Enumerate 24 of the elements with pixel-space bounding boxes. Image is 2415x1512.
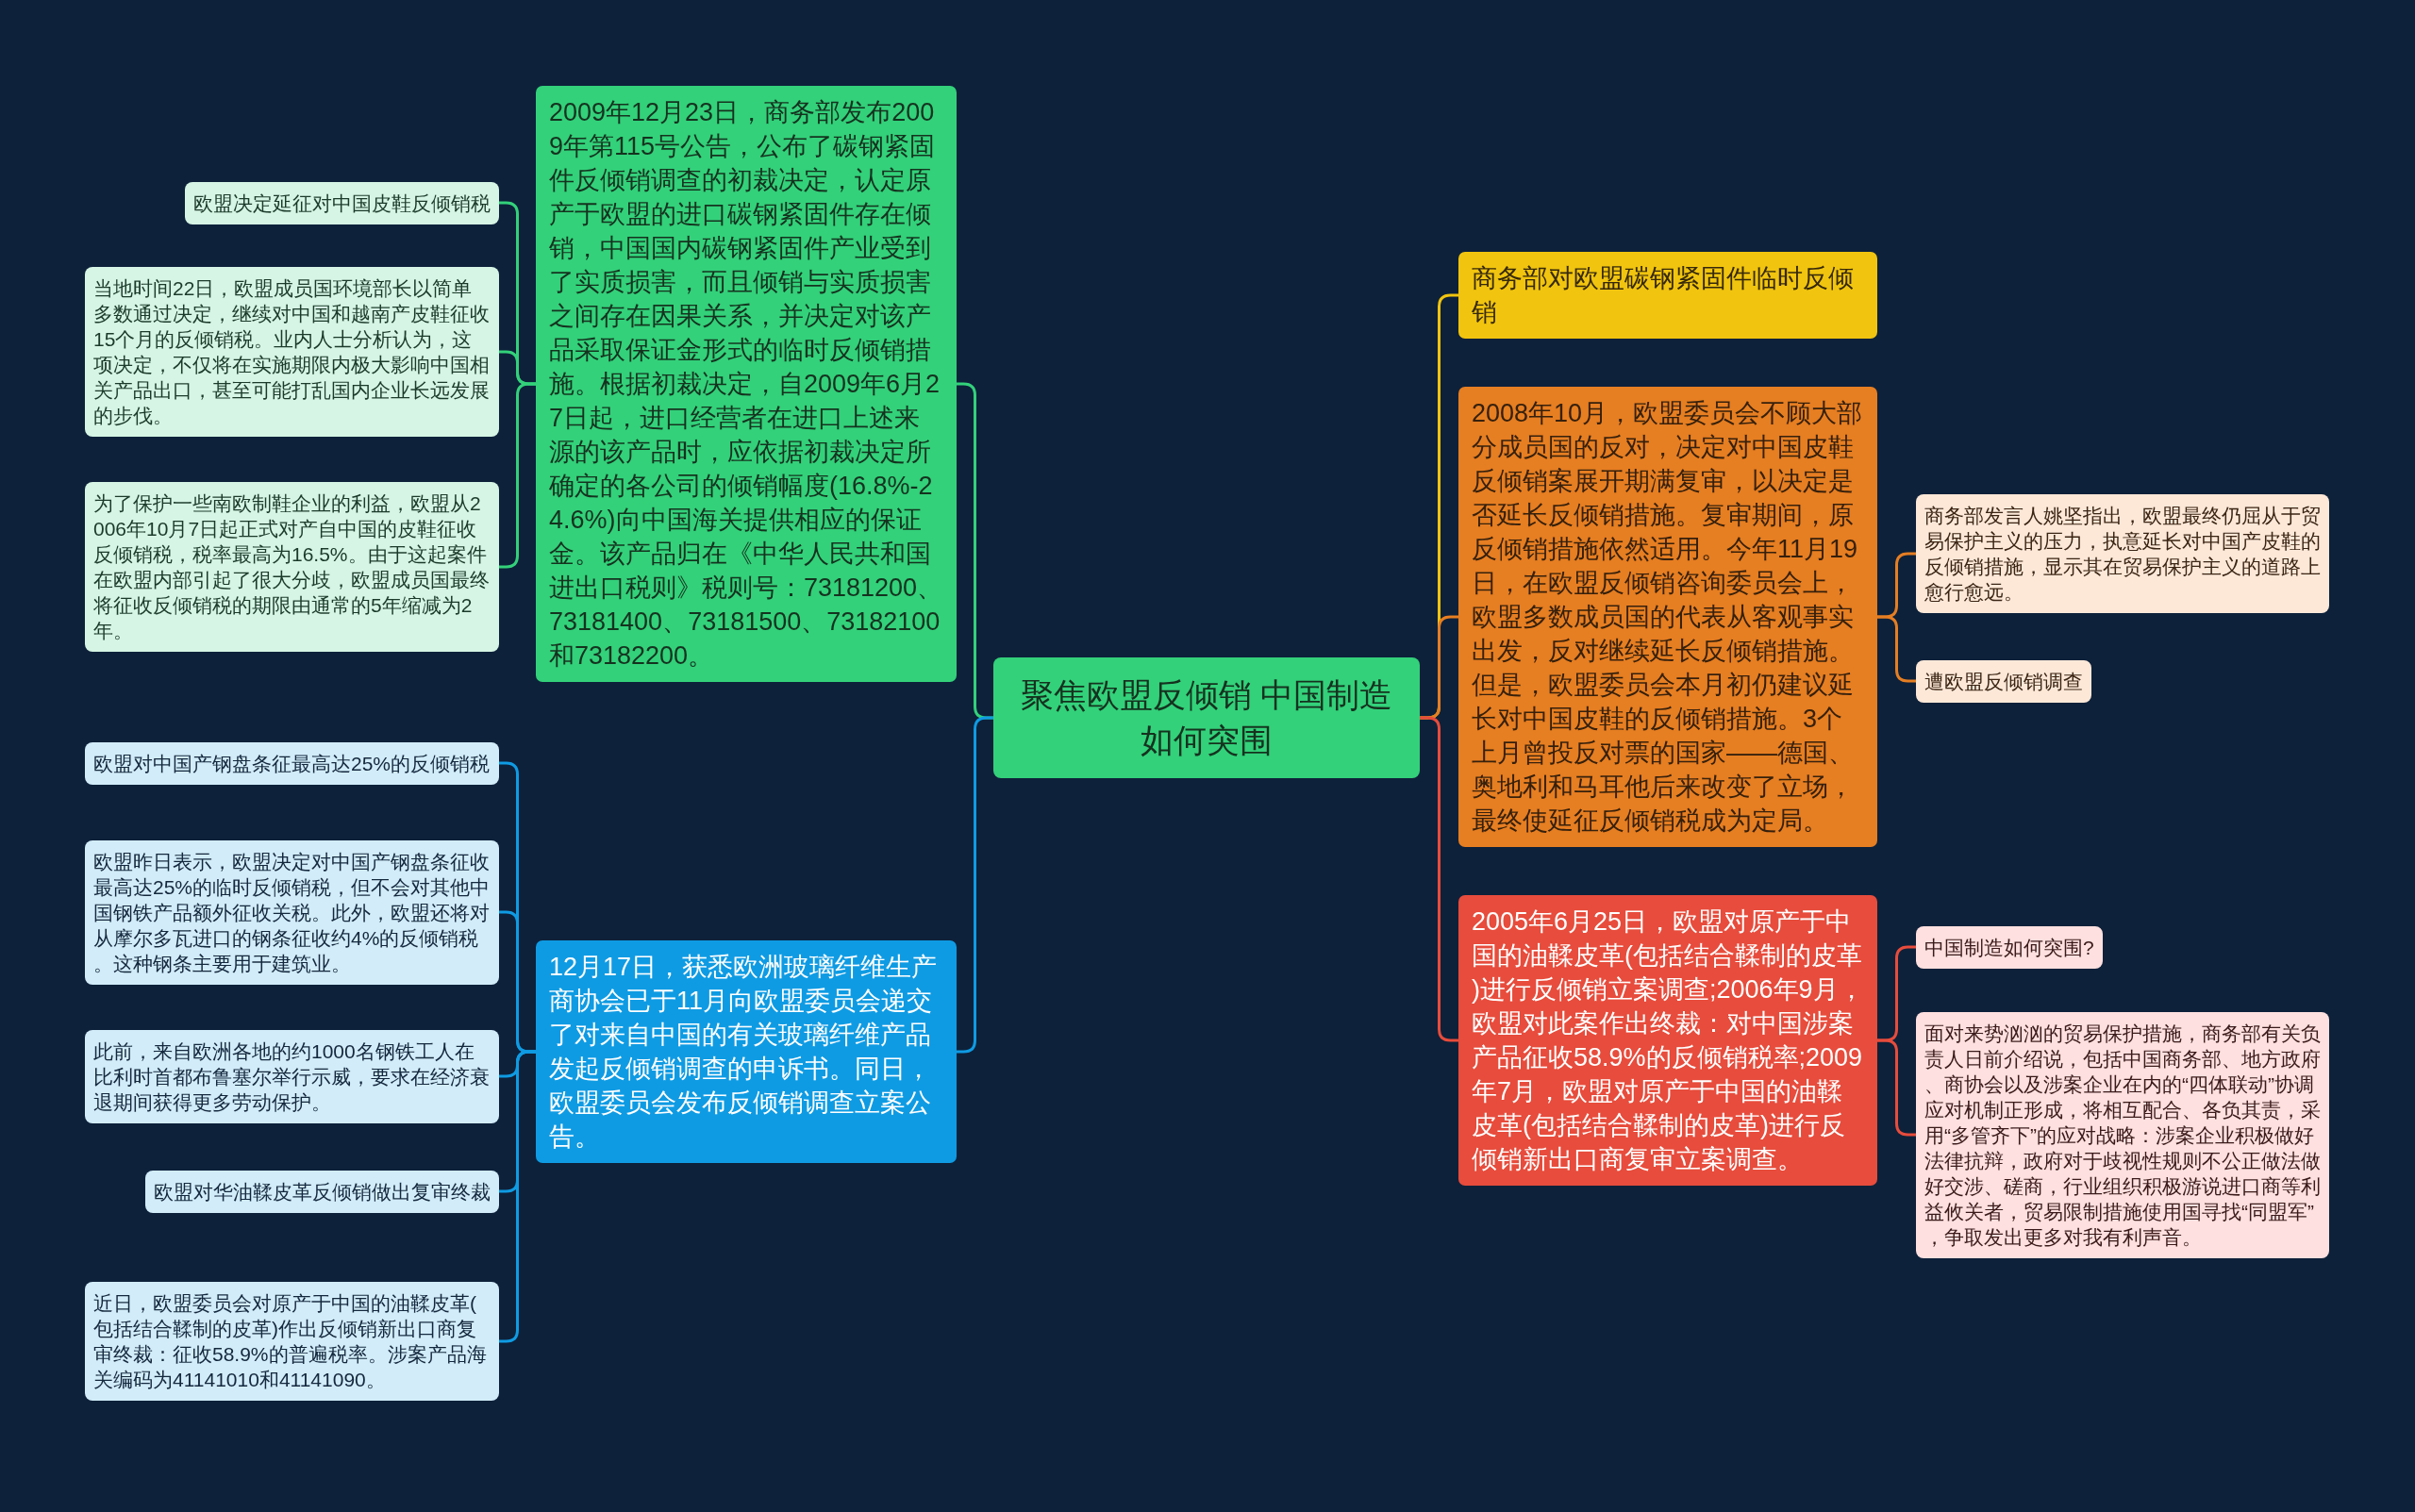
connector-line — [499, 382, 536, 569]
topic-box: 2005年6月25日，欧盟对原产于中国的油鞣皮革(包括结合鞣制的皮革)进行反倾销立案调查;2006年9月，欧盟对此案作出终裁：对中国涉案产品征收58.9%的反倾销税率;2009年7月，欧盟对原产于中国的油鞣皮革(包括结合鞣制的皮革)进行反倾销新出口商复审立案调查。 — [1458, 895, 1877, 1186]
central-topic-box: 聚焦欧盟反倾销 中国制造如何突围 — [993, 657, 1420, 778]
connector-line — [957, 716, 993, 1054]
topic-box: 2008年10月，欧盟委员会不顾大部分成员国的反对，决定对中国皮鞋反倾销案展开期满复审，以决定是否延长反倾销措施。复审期间，原反倾销措施依然适用。今年11月19日，在欧盟反倾销咨询委员会上，欧盟多数成员国的代表从客观事实出发，反对继续延长反倾销措施。但是，欧盟委员会本月初仍建议延长对中国皮鞋的反倾销措施。3个上月曾投反对票的国家——德国、奥地利和马耳他后来改变了立场，最终使延征反倾销税成为定局。 — [1458, 387, 1877, 847]
subtopic-box: 中国制造如何突围? — [1916, 925, 2103, 969]
topic-box: 2009年12月23日，商务部发布2009年第115号公告，公布了碳钢紧固件反倾销调查的初裁决定，认定原产于欧盟的进口碳钢紧固件存在倾销，中国国内碳钢紧固件产业受到了实质损害，而且倾销与实质损害之间存在因果关系，并决定对该产品采取保证金形式的临时反倾销措施。根据初裁决定，自2009年6月27日起，进口经营者在进口上述来源的该产品时，应依据初裁决定所确定的各公司的倾销幅度(16.8%-24.6%)向中国海关提供相应的保证金。该产品归在《中华人民共和国进出口税则》税则号：73181200、73181400、73181500、73182100和73182200。 — [536, 86, 957, 682]
topic-box: 商务部对欧盟碳钢紧固件临时反倾销 — [1458, 252, 1877, 339]
topic-box: 12月17日，获悉欧洲玻璃纤维生产商协会已于11月向欧盟委员会递交了对来自中国的有关玻璃纤维产品发起反倾销调查的申诉书。同日，欧盟委员会发布反倾销调查立案公告。 — [536, 940, 957, 1163]
subtopic-box: 商务部发言人姚坚指出，欧盟最终仍屈从于贸易保护主义的压力，执意延长对中国产皮鞋的反倾销措施，显示其在贸易保护主义的道路上愈行愈远。 — [1916, 494, 2329, 613]
connector-line — [1877, 1038, 1916, 1137]
subtopic-box: 欧盟对中国产钢盘条征最高达25%的反倾销税 — [85, 741, 499, 785]
connector-line — [1877, 615, 1916, 683]
subtopic-box: 为了保护一些南欧制鞋企业的利益，欧盟从2006年10月7日起正式对产自中国的皮鞋征收反倾销税，税率最高为16.5%。由于这起案件在欧盟内部引起了很大分歧，欧盟成员国最终将征收反倾销税的期限由通常的5年缩减为2年。 — [85, 482, 499, 652]
connector-line — [1420, 716, 1458, 1042]
subtopic-box: 面对来势汹汹的贸易保护措施，商务部有关负责人日前介绍说，包括中国商务部、地方政府、商协会以及涉案企业在内的“四体联动”协调应对机制正形成，将相互配合、各负其责，采用“多管齐下”的应对战略：涉案企业积极做好法律抗辩，政府对于歧视性规则不公正做法做好交涉、磋商，行业组织积极游说进口商等利益攸关者，贸易限制措施使用国寻找“同盟军”，争取发出更多对我有利声音。 — [1916, 1011, 2329, 1258]
subtopic-box: 欧盟对华油鞣皮革反倾销做出复审终裁 — [145, 1170, 499, 1213]
connector-line — [499, 1050, 536, 1343]
subtopic-box: 欧盟昨日表示，欧盟决定对中国产钢盘条征收最高达25%的临时反倾销税，但不会对其他中国钢铁产品额外征收关税。此外，欧盟还将对从摩尔多瓦进口的钢条征收约4%的反倾销税。这种钢条主要用于建筑业。 — [85, 839, 499, 985]
subtopic-box: 近日，欧盟委员会对原产于中国的油鞣皮革(包括结合鞣制的皮革)作出反倾销新出口商复审终裁：征收58.9%的普遍税率。涉案产品海关编码为41141010和41141090。 — [85, 1282, 499, 1401]
subtopic-box: 此前，来自欧洲各地的约1000名钢铁工人在比利时首都布鲁塞尔举行示威，要求在经济衰退期间获得更多劳动保护。 — [85, 1029, 499, 1123]
subtopic-box: 欧盟决定延征对中国皮鞋反倾销税 — [185, 181, 499, 224]
subtopic-box: 遭欧盟反倾销调查 — [1916, 659, 2091, 703]
subtopic-box: 当地时间22日，欧盟成员国环境部长以简单多数通过决定，继续对中国和越南产皮鞋征收15个月的反倾销税。业内人士分析认为，这项决定，不仅将在实施期限内极大影响中国相关产品出口，甚至可能打乱国内企业长远发展的步伐。 — [85, 267, 499, 437]
